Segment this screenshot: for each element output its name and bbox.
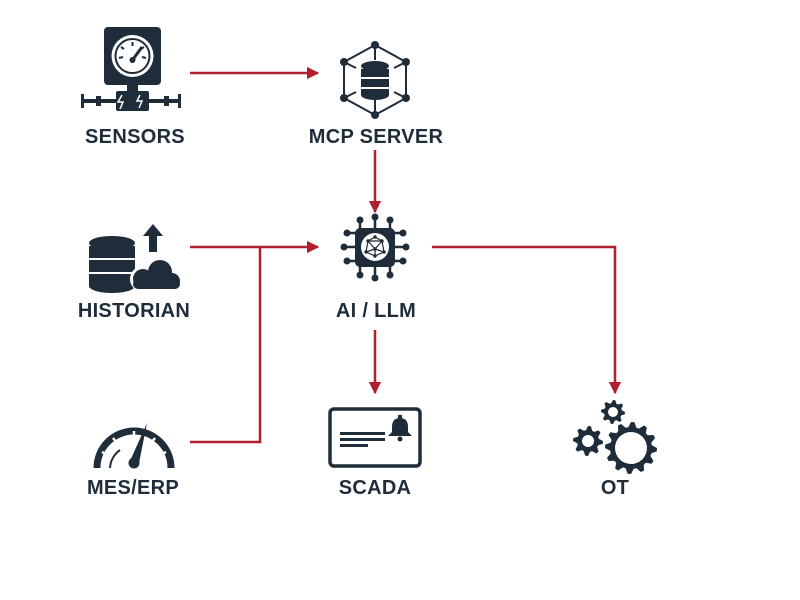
node-label-ai-llm: AI / LLM [335, 300, 417, 322]
node-label-scada: SCADA [338, 477, 412, 499]
gear-medium-hole [582, 435, 594, 447]
node-label-mcp-server: MCP SERVER [308, 126, 444, 148]
edges [190, 66, 622, 444]
node-label-historian: HISTORIAN [77, 300, 191, 322]
pressure-gauge-icon [81, 27, 181, 111]
database-cloud-icon [89, 224, 184, 293]
gear-large-hole [615, 432, 647, 464]
edge-ai-llm-to-ot [432, 245, 622, 395]
edge-mes-erp-to-ai-llm [190, 247, 262, 444]
scada-panel-icon [328, 407, 422, 468]
node-label-mes-erp: MES/ERP [86, 477, 180, 499]
node-label-ot: OT [600, 477, 630, 499]
gear-small-hole [608, 407, 618, 417]
database-network-icon [340, 41, 410, 119]
speedometer-icon [93, 423, 175, 469]
node-label-sensors: SENSORS [85, 126, 185, 148]
ai-chip-icon [340, 213, 410, 282]
gears-icon [573, 400, 657, 474]
